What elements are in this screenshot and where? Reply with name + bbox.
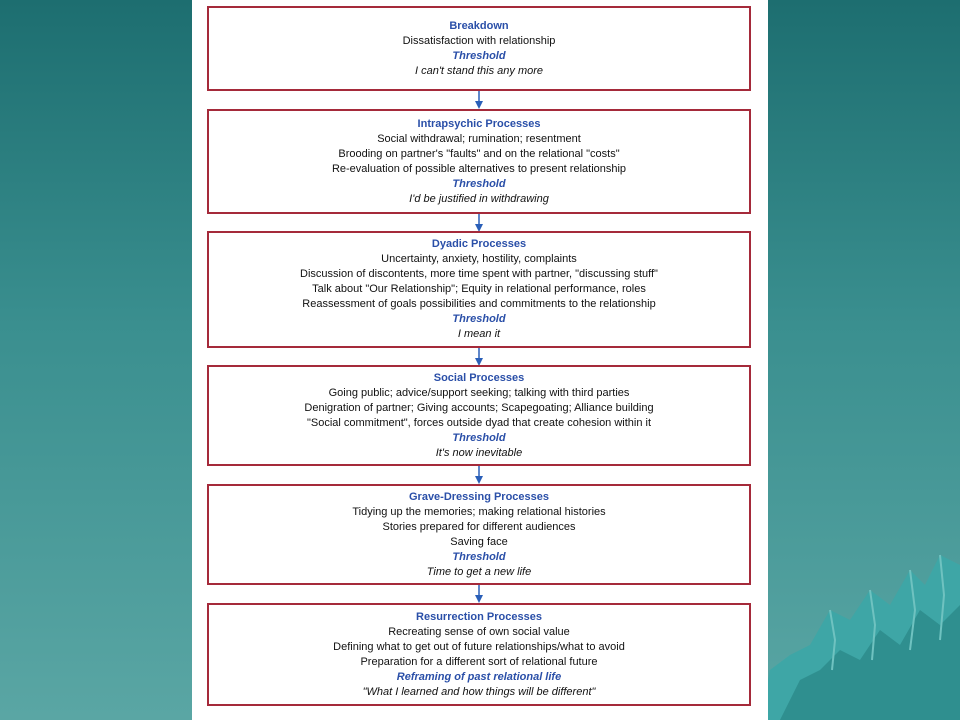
stage-line: Dissatisfaction with relationship — [402, 34, 556, 47]
threshold-label: Threshold — [452, 313, 506, 325]
stage-box-social: Social Processes Going public; advice/su… — [207, 365, 751, 466]
stage-line: Defining what to get out of future relat… — [333, 640, 625, 653]
down-arrow-icon — [475, 91, 483, 109]
stage-title: Social Processes — [433, 371, 525, 384]
down-arrow-icon — [475, 214, 483, 232]
stage-line: Going public; advice/support seeking; ta… — [328, 386, 630, 399]
threshold-quote: I mean it — [457, 328, 501, 340]
stage-title: Breakdown — [449, 19, 509, 32]
stage-line: Talk about "Our Relationship"; Equity in… — [312, 283, 646, 295]
stage-line: Stories prepared for different audiences — [382, 520, 576, 533]
stage-title: Intrapsychic Processes — [417, 117, 541, 130]
stage-line: Denigration of partner; Giving accounts;… — [304, 401, 654, 414]
threshold-label: Threshold — [452, 49, 506, 62]
stage-title: Dyadic Processes — [431, 238, 527, 250]
stage-box-dyadic: Dyadic Processes Uncertainty, anxiety, h… — [207, 231, 751, 348]
threshold-quote: Time to get a new life — [426, 565, 532, 578]
stage-line: Recreating sense of own social value — [388, 625, 570, 638]
stage-title: Grave-Dressing Processes — [408, 490, 550, 503]
down-arrow-icon — [475, 466, 483, 484]
stage-line: Uncertainty, anxiety, hostility, complai… — [381, 253, 577, 265]
down-arrow-icon — [475, 348, 483, 366]
down-arrow-icon — [475, 585, 483, 603]
threshold-label: Threshold — [452, 431, 506, 444]
stage-line: Brooding on partner's "faults" and on th… — [338, 147, 620, 160]
stage-line: Saving face — [450, 535, 508, 548]
stage-line: Social withdrawal; rumination; resentmen… — [377, 132, 581, 145]
diagram-panel: Breakdown Dissatisfaction with relations… — [192, 0, 768, 720]
stage-box-resurrection: Resurrection Processes Recreating sense … — [207, 603, 751, 706]
stage-line: Re-evaluation of possible alternatives t… — [331, 162, 627, 175]
stage-line: "Social commitment", forces outside dyad… — [306, 416, 652, 429]
stage-line: Tidying up the memories; making relation… — [352, 505, 606, 518]
mountain-decoration — [760, 554, 960, 720]
stage-line: Reassessment of goals possibilities and … — [302, 298, 656, 310]
stage-line: Preparation for a different sort of rela… — [360, 655, 598, 668]
threshold-label: Threshold — [452, 177, 506, 190]
threshold-quote: It's now inevitable — [435, 446, 523, 459]
threshold-quote: I'd be justified in withdrawing — [409, 192, 549, 205]
threshold-quote: I can't stand this any more — [414, 64, 544, 77]
stage-box-breakdown: Breakdown Dissatisfaction with relations… — [207, 6, 751, 91]
stage-title: Resurrection Processes — [416, 610, 542, 623]
stage-box-grave-dressing: Grave-Dressing Processes Tidying up the … — [207, 484, 751, 585]
threshold-label: Reframing of past relational life — [396, 670, 562, 683]
threshold-quote: "What I learned and how things will be d… — [362, 685, 596, 698]
threshold-label: Threshold — [452, 550, 506, 563]
stage-line: Discussion of discontents, more time spe… — [300, 268, 658, 280]
stage-box-intrapsychic: Intrapsychic Processes Social withdrawal… — [207, 109, 751, 214]
